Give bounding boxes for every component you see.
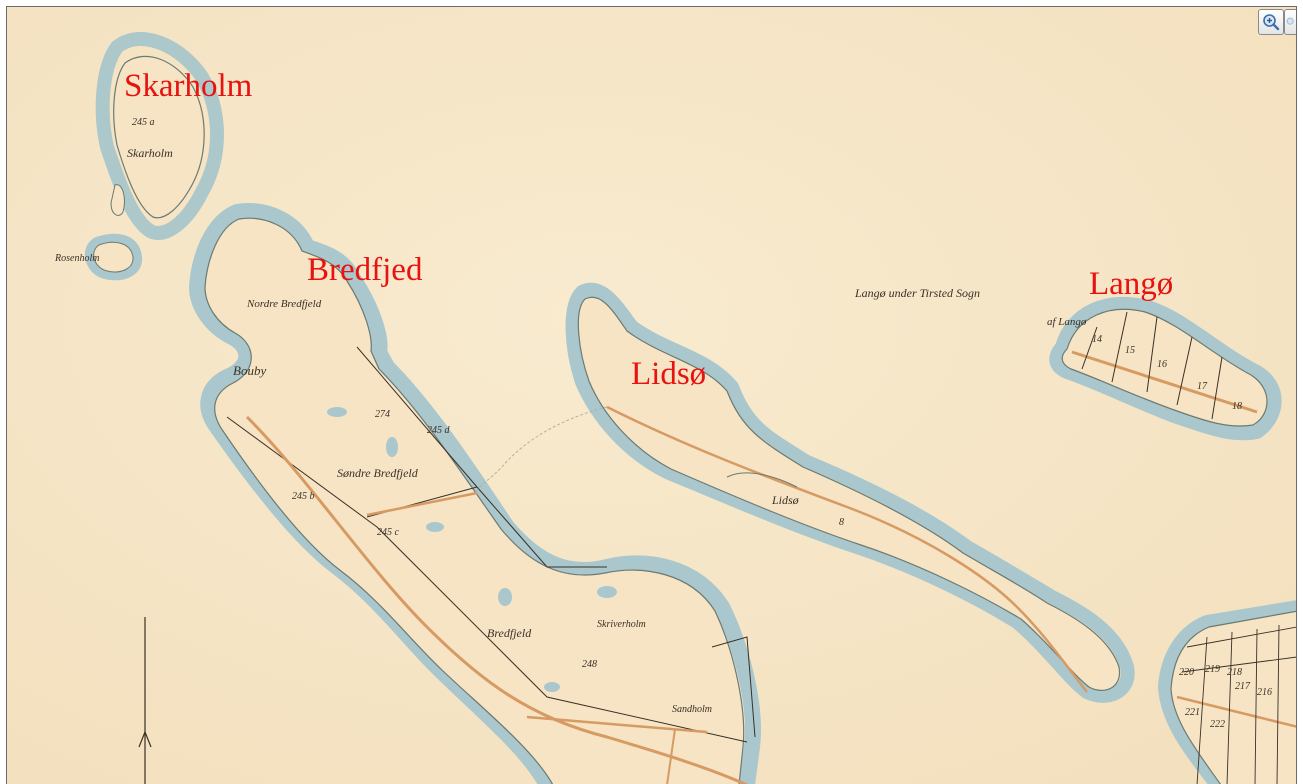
zoom-in-button[interactable] (1258, 9, 1284, 35)
place-label-skarholm: Skarholm (124, 68, 253, 104)
hw-skriverholm: Skriverholm (597, 619, 646, 630)
svg-text:245 d: 245 d (427, 425, 451, 436)
hw-sondre-bredfjeld: Søndre Bredfjeld (337, 466, 419, 480)
svg-text:274: 274 (375, 409, 390, 420)
svg-text:245 c: 245 c (377, 527, 400, 538)
svg-text:245 b: 245 b (292, 491, 315, 502)
svg-text:245 a: 245 a (132, 117, 155, 128)
north-arrow (138, 617, 152, 784)
hw-af-lango: af Langø (1047, 316, 1087, 328)
zoom-out-icon (1286, 17, 1294, 25)
place-label-lidso: Lidsø (631, 356, 707, 392)
zoom-controls (1258, 9, 1296, 35)
svg-text:222: 222 (1210, 719, 1225, 730)
svg-text:18: 18 (1232, 401, 1242, 412)
svg-text:220: 220 (1179, 667, 1194, 678)
island-skarholm (84, 31, 224, 281)
hw-lango-under-tirsted: Langø under Tirsted Sogn (854, 286, 980, 300)
place-label-lango: Langø (1089, 266, 1174, 302)
map-viewer[interactable]: Skarholm Nordre Bredfjeld Søndre Bredfje… (6, 6, 1297, 784)
svg-text:14: 14 (1092, 334, 1102, 345)
handwritten-labels: Skarholm Nordre Bredfjeld Søndre Bredfje… (54, 146, 1087, 715)
hw-bouby: Bouby (233, 363, 266, 378)
svg-text:248: 248 (582, 659, 597, 670)
zoom-in-icon (1263, 14, 1280, 31)
hw-skarholm: Skarholm (127, 146, 173, 160)
hw-rosenholm: Rosenholm (54, 253, 99, 264)
mainland-southeast (1157, 600, 1296, 784)
hw-lidso: Lidsø (771, 493, 800, 507)
svg-text:15: 15 (1125, 345, 1135, 356)
island-lidso (476, 282, 1135, 703)
hw-bredfjeld: Bredfjeld (487, 626, 532, 640)
svg-text:17: 17 (1197, 381, 1208, 392)
svg-text:217: 217 (1235, 681, 1251, 692)
svg-text:216: 216 (1257, 687, 1272, 698)
svg-text:219: 219 (1205, 664, 1220, 675)
hw-sandholm: Sandholm (672, 704, 712, 715)
historical-map[interactable]: Skarholm Nordre Bredfjeld Søndre Bredfje… (7, 7, 1297, 784)
zoom-out-button[interactable] (1284, 9, 1296, 35)
svg-text:221: 221 (1185, 707, 1200, 718)
place-label-bredfjed: Bredfjed (307, 252, 423, 288)
island-bredfjed (189, 203, 761, 784)
island-lango (1049, 296, 1282, 441)
hw-nordre-bredfjeld: Nordre Bredfjeld (246, 298, 322, 310)
svg-text:8: 8 (839, 517, 844, 528)
svg-text:218: 218 (1227, 667, 1242, 678)
parcel-numbers: 245 a 274 245 b 245 d 245 c 248 8 14 15 … (132, 117, 1272, 730)
svg-text:16: 16 (1157, 359, 1167, 370)
